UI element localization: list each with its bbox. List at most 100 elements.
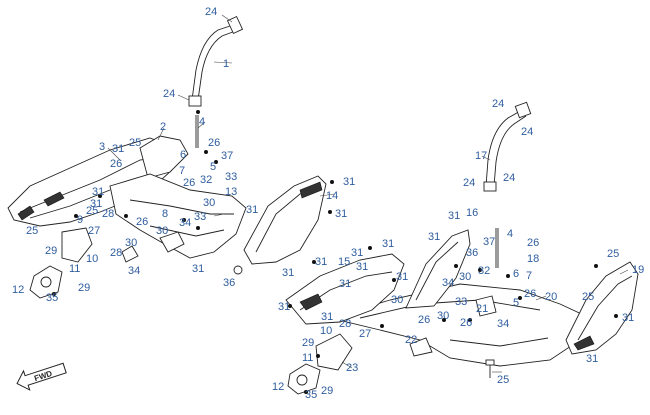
callout-label: 26 [110,158,122,170]
callout-label: 26 [524,288,536,300]
callout-label: 31 [278,301,290,313]
callout-label: 28 [102,208,114,220]
parts-artwork: FWD [7,14,639,395]
callout-label: 31 [382,238,394,250]
left-bracket-12 [29,265,63,299]
callout-label: 24 [521,126,533,138]
callout-label: 5 [513,297,519,309]
callout-label: 7 [179,165,185,177]
callout-label: 31 [92,186,104,198]
callout-label: 36 [466,247,478,259]
callout-label: 29 [45,245,57,257]
callout-label: 29 [321,385,333,397]
callout-label: 31 [586,353,598,365]
callout-label: 26 [136,216,148,228]
callout-label: 27 [88,225,100,237]
fwd-arrow: FWD [16,362,67,391]
callout-label: 22 [405,334,417,346]
callout-label: 31 [343,176,355,188]
callout-label: 25 [26,225,38,237]
callout-label: 8 [162,208,168,220]
callout-label: 31 [448,210,460,222]
callout-label: 26 [460,317,472,329]
callout-label: 31 [351,247,363,259]
callout-label: 37 [483,236,495,248]
callout-label: 11 [69,263,80,275]
handle-mount-top [226,15,244,35]
callout-label: 3 [99,141,105,153]
callout-label: 34 [128,265,140,277]
bracket-23 [315,333,353,371]
bracket-12-lower [287,363,321,395]
callout-label: 12 [12,284,24,296]
callout-label: 28 [110,247,122,259]
callout-label: 24 [205,6,217,18]
callout-label: 6 [513,268,519,280]
callout-label: 30 [437,310,449,322]
callout-label: 31 [246,204,258,216]
callout-label: 10 [320,325,332,337]
callout-label: 4 [507,228,513,240]
rear-right-fender-19 [565,261,639,355]
callout-label: 19 [632,264,644,276]
callout-label: 10 [86,253,98,265]
callout-label: 21 [476,303,488,315]
callout-label: 11 [302,352,313,364]
inner-panel-13 [109,173,247,259]
callout-label: 36 [223,277,235,289]
callout-label: 34 [497,318,509,330]
callout-label: 32 [200,174,212,186]
callout-label: 34 [179,217,191,229]
callout-label: 31 [396,271,408,283]
callout-label: 33 [194,211,206,223]
callout-label: 26 [183,177,195,189]
callout-label: 25 [607,248,619,260]
callout-label: 31 [282,267,294,279]
callout-label: 24 [503,172,515,184]
callout-label: 16 [466,207,478,219]
callout-label: 2 [160,121,166,133]
callout-label: 35 [46,292,58,304]
callout-label: 33 [455,296,467,308]
callout-label: 31 [339,278,351,290]
callout-label: 30 [203,197,215,209]
callout-label: 34 [442,277,454,289]
callout-label: 24 [463,177,475,189]
callout-label: 18 [527,253,539,265]
callout-label: 4 [199,116,205,128]
callout-label: 31 [335,208,347,220]
callout-label: 25 [582,291,594,303]
callout-label: 28 [339,318,351,330]
callout-label: 25 [86,205,98,217]
callout-label: 24 [492,98,504,110]
fwd-label: FWD [33,369,53,383]
callout-label: 31 [622,312,634,324]
callout-label: 13 [225,186,237,198]
callout-label: 23 [346,362,358,374]
callout-label: 31 [192,263,204,275]
callout-label: 30 [459,271,471,283]
callout-label: 32 [478,265,490,277]
callout-label: 17 [475,150,487,162]
callout-label: 31 [315,256,327,268]
callout-label: 31 [321,311,333,323]
callout-label: 29 [78,282,90,294]
callout-label: 1 [223,58,229,70]
callout-label: 15 [338,256,350,268]
callout-label: 37 [221,150,233,162]
grab-handle-front [191,23,239,101]
side-panel-14 [243,175,327,265]
callout-label: 26 [208,137,220,149]
callout-label: 30 [391,294,403,306]
callout-label: 33 [225,171,237,183]
callout-label: 30 [125,237,137,249]
callout-label: 27 [359,328,371,340]
side-panel-15 [285,253,405,325]
callout-label: 24 [163,88,175,100]
left-bracket-10 [61,227,93,263]
callout-label: 31 [90,198,102,210]
callout-label: 7 [526,270,532,282]
callout-label: 20 [545,291,557,303]
callout-label: 29 [302,337,314,349]
